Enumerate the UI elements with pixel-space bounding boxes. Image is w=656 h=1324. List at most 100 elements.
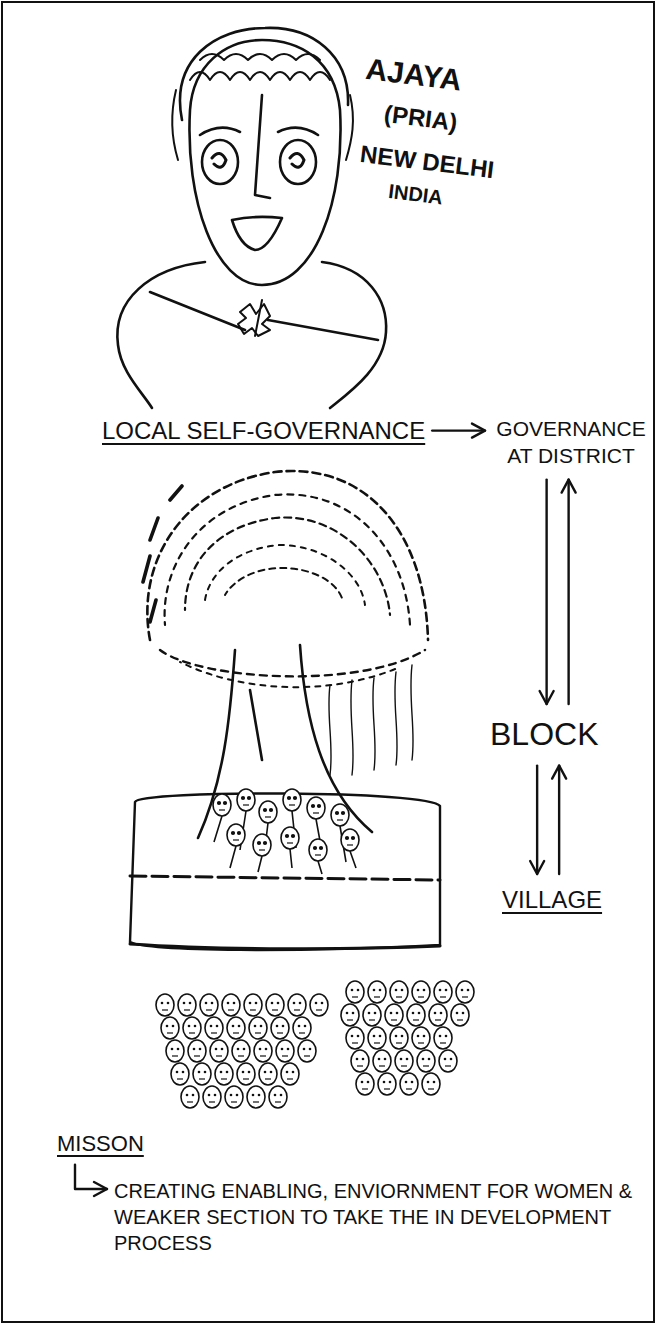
person-figure	[255, 95, 270, 198]
person-figure	[232, 217, 282, 250]
arrow-shaft	[545, 480, 547, 704]
people-crowd	[281, 827, 299, 849]
people-crowd	[183, 1017, 201, 1039]
people-crowd	[193, 1063, 211, 1085]
person-figure	[117, 262, 205, 408]
people-crowd	[237, 1063, 255, 1085]
arrow-head	[562, 480, 576, 493]
people-crowd	[310, 994, 328, 1016]
arrow-head	[552, 766, 566, 779]
tree-canopy	[147, 471, 428, 640]
people-crowd	[259, 801, 277, 823]
level-label: VILLAGE	[500, 882, 604, 917]
people-crowd	[346, 981, 364, 1003]
arrow-head	[540, 691, 554, 704]
people-crowd	[417, 1050, 435, 1072]
people-crowd	[203, 1086, 221, 1108]
name-label: AJAYA	[364, 52, 464, 97]
tree-trunk	[198, 650, 235, 838]
person-figure	[255, 300, 262, 336]
people-crowd	[281, 1063, 299, 1085]
people-crowd	[253, 834, 271, 856]
people-crowd	[400, 1073, 418, 1095]
people-crowd	[188, 1040, 206, 1062]
tree-trunk	[250, 690, 262, 760]
arrow-shaft	[432, 429, 485, 431]
tree-canopy	[165, 494, 410, 625]
people-crowd	[456, 981, 474, 1003]
people-crowd	[271, 1017, 289, 1039]
people-crowd	[429, 1004, 447, 1026]
people-crowd	[412, 1027, 430, 1049]
tree-canopy	[143, 471, 428, 687]
people-crowd	[171, 1063, 189, 1085]
tree-canopy	[205, 545, 365, 605]
level-label: GOVERNANCE AT DISTRICT	[490, 413, 652, 472]
tree-trunk	[198, 645, 413, 838]
people-crowd	[368, 1027, 386, 1049]
people-crowd	[247, 1086, 265, 1108]
person-figure	[189, 40, 340, 285]
people-crowd	[237, 789, 255, 811]
mission-heading: MISSON	[55, 1128, 146, 1161]
node-text: MISSON	[57, 1130, 144, 1159]
people-crowd	[368, 981, 386, 1003]
ground-platform	[130, 944, 440, 949]
node-text: VILLAGE	[502, 884, 602, 915]
people-crowd	[373, 1050, 391, 1072]
people-crowd	[227, 1017, 245, 1039]
person-figure	[280, 140, 316, 184]
tree-canopy	[143, 486, 182, 622]
people-crowd	[244, 994, 262, 1016]
people-crowd	[341, 981, 474, 1095]
people-crowd	[407, 1004, 425, 1026]
people-crowd	[356, 1073, 374, 1095]
people-crowd	[288, 994, 306, 1016]
person-figure	[238, 304, 270, 336]
people-crowd	[161, 1017, 179, 1039]
tree-trunk	[300, 645, 372, 832]
people-crowd	[200, 994, 218, 1016]
people-crowd	[156, 994, 328, 1108]
person-figure	[180, 28, 348, 120]
people-crowd	[395, 1050, 413, 1072]
people-crowd	[213, 789, 359, 874]
person-figure	[190, 72, 330, 80]
arrow-head	[530, 861, 544, 874]
people-crowd	[412, 981, 430, 1003]
people-crowd	[259, 1063, 277, 1085]
connector-arrow	[75, 1165, 107, 1196]
people-crowd	[385, 1004, 403, 1026]
people-crowd	[346, 1027, 364, 1049]
person-figure	[117, 28, 386, 408]
people-crowd	[269, 1086, 287, 1108]
people-crowd	[283, 789, 301, 811]
person-figure	[202, 140, 238, 184]
people-crowd	[298, 1040, 316, 1062]
people-crowd	[227, 824, 245, 846]
people-crowd	[363, 1004, 381, 1026]
person-figure	[172, 90, 178, 160]
people-crowd	[307, 797, 325, 819]
person-figure	[150, 292, 378, 340]
people-crowd	[222, 994, 240, 1016]
people-crowd	[266, 994, 284, 1016]
people-crowd	[390, 981, 408, 1003]
tree-canopy	[225, 568, 342, 598]
name-label: (PRIA)	[383, 100, 459, 137]
mission-text: CREATING ENABLING, ENVIORNMENT FOR WOMEN…	[112, 1176, 646, 1258]
people-crowd	[341, 829, 359, 851]
arrow-shaft	[558, 766, 560, 874]
arrow-head	[94, 1182, 107, 1196]
people-crowd	[232, 1040, 250, 1062]
people-crowd	[434, 1027, 452, 1049]
ground-platform	[130, 793, 440, 949]
node-text: BLOCK	[490, 714, 598, 756]
ground-platform	[130, 793, 440, 949]
people-crowd	[166, 1040, 184, 1062]
